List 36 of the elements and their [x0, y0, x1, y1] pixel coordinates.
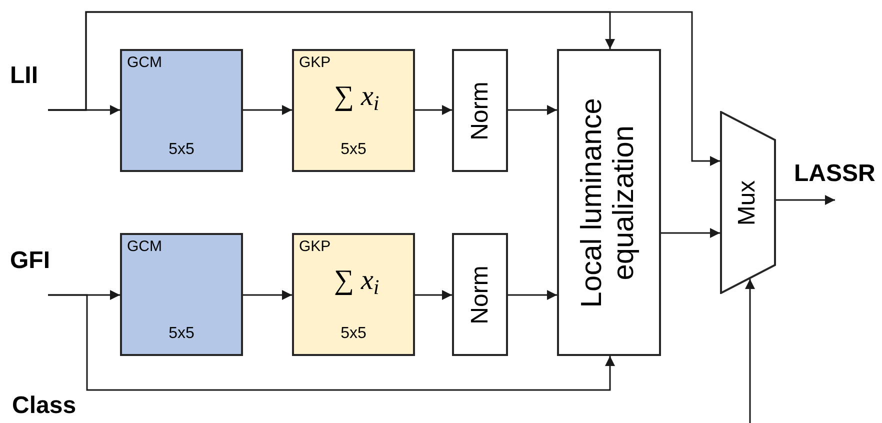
- arrow: [415, 105, 452, 115]
- arrow: [48, 294, 615, 391]
- signal-label: GFI: [10, 249, 50, 273]
- kernel-size: 5x5: [168, 142, 194, 158]
- equalization-block: [557, 49, 661, 356]
- block-label: Norm: [468, 265, 492, 324]
- arrow: [48, 11, 720, 166]
- gkp-block: [292, 233, 415, 356]
- norm-block: [452, 233, 508, 356]
- block-title: GKP: [299, 239, 331, 254]
- sum-formula: ∑ x$_{i}$: [334, 267, 380, 295]
- gkp-block: [292, 49, 415, 172]
- mux-label: Mux: [736, 180, 760, 226]
- signal-label: LII: [10, 64, 38, 88]
- kernel-size: 5x5: [168, 326, 194, 342]
- signal-label: Class: [12, 394, 76, 418]
- block-label: Local luminance equalization: [577, 96, 641, 310]
- arrow: [661, 228, 720, 238]
- arrow: [776, 195, 835, 205]
- arrow: [508, 105, 557, 115]
- kernel-size: 5x5: [340, 142, 366, 158]
- gcm-block: [120, 49, 243, 172]
- arrow: [243, 105, 292, 115]
- kernel-size: 5x5: [340, 326, 366, 342]
- block-title: GKP: [299, 55, 331, 70]
- block-label: Norm: [468, 81, 492, 140]
- norm-block: [452, 49, 508, 172]
- arrow: [243, 290, 292, 300]
- block-title: GCM: [127, 55, 162, 70]
- arrow: [508, 290, 557, 300]
- arrow: [415, 290, 452, 300]
- arrow: [745, 279, 755, 423]
- signal-label: LASSR: [794, 162, 876, 186]
- gcm-block: [120, 233, 243, 356]
- sum-formula: ∑ x$_{i}$: [334, 83, 380, 111]
- block-title: GCM: [127, 239, 162, 254]
